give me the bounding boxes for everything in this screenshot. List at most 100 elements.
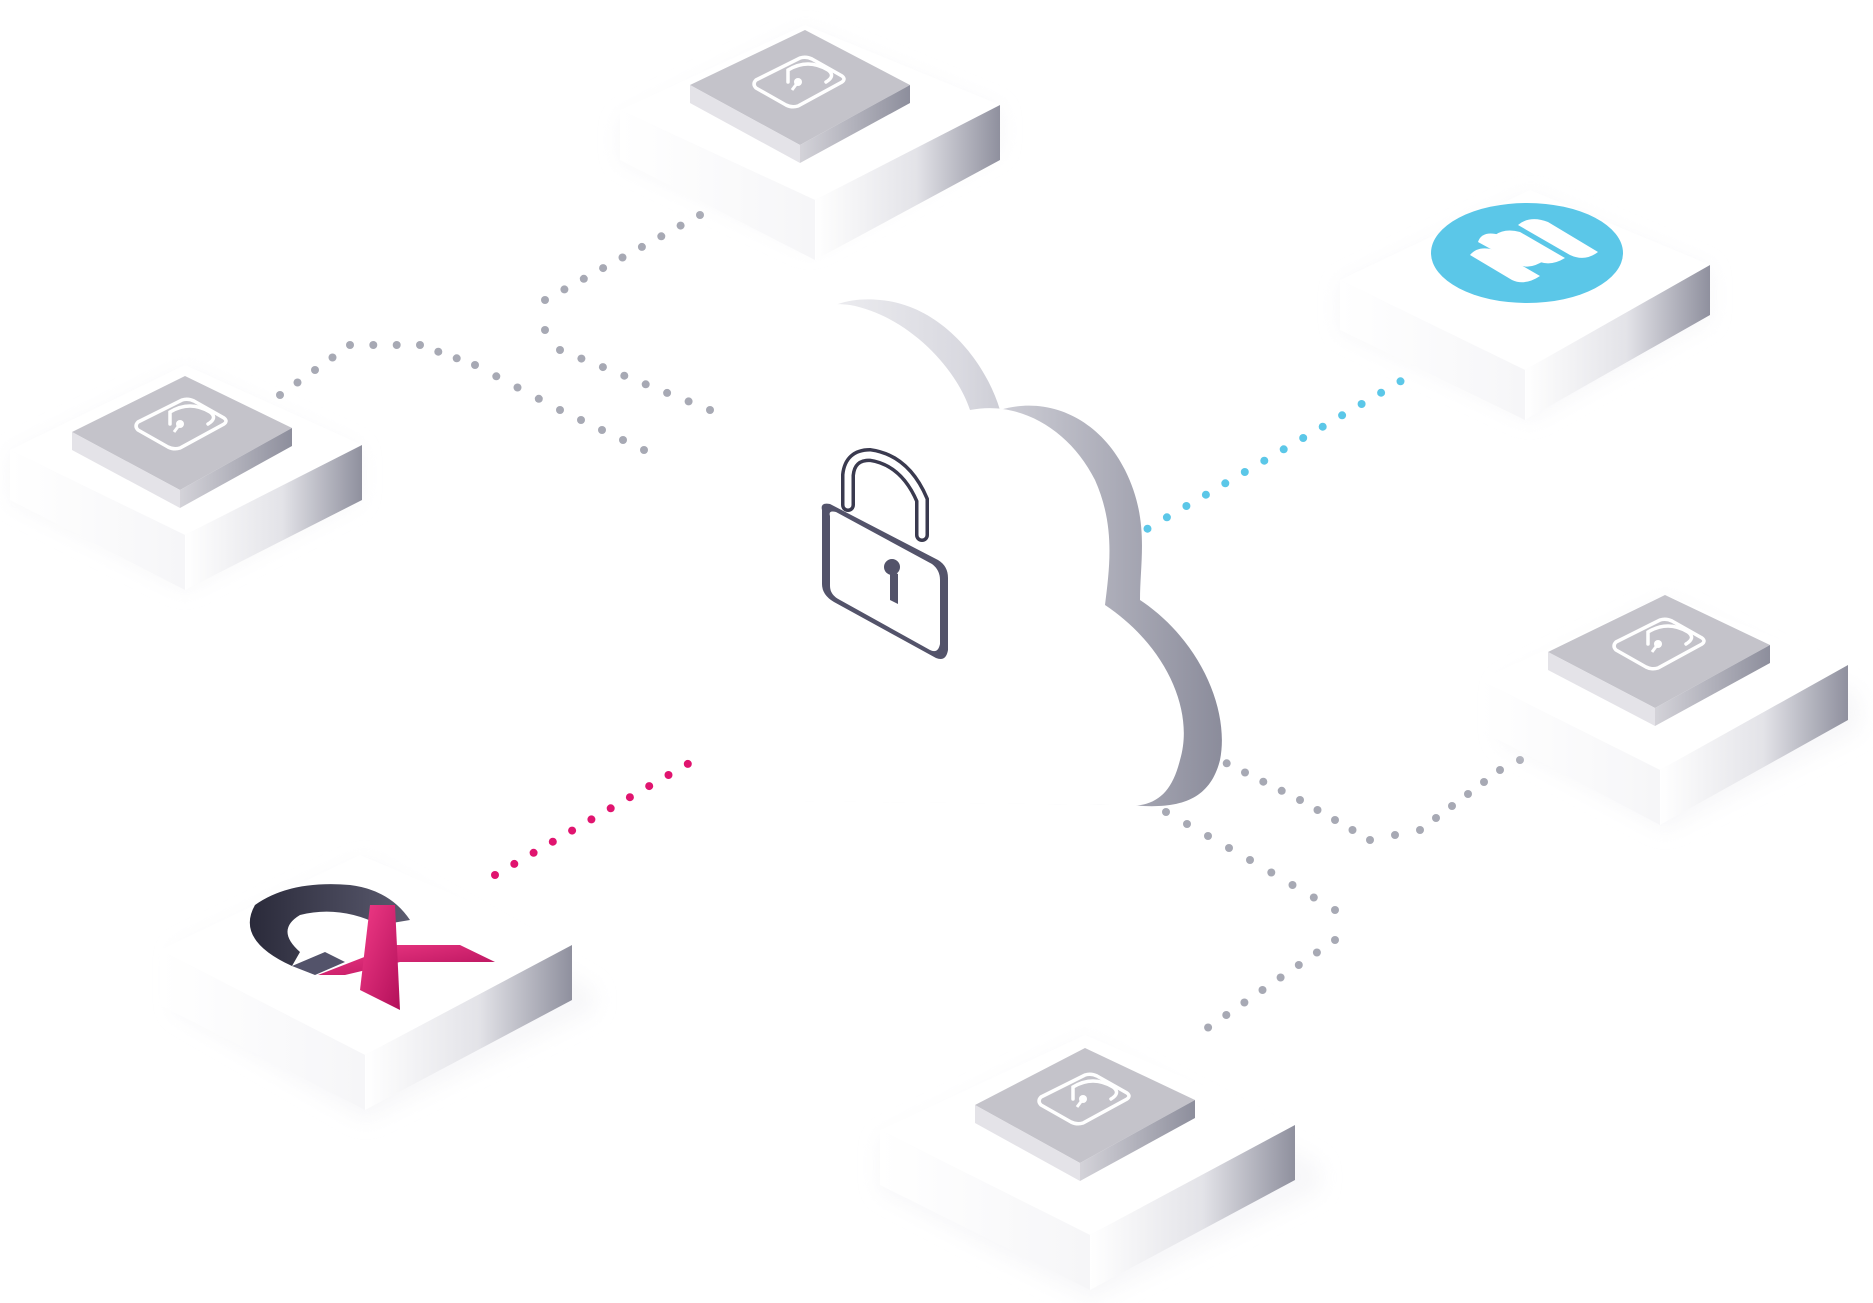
connector-dot bbox=[676, 221, 685, 230]
connector-dot bbox=[513, 383, 522, 392]
connector-dot bbox=[1448, 802, 1456, 810]
node-left bbox=[10, 365, 362, 590]
connector-dot bbox=[1162, 808, 1170, 816]
connector-dot bbox=[598, 363, 607, 372]
connector-dot bbox=[663, 388, 672, 397]
connector-dot bbox=[1331, 906, 1339, 914]
connector-dot bbox=[1432, 814, 1440, 822]
connector-dot bbox=[1312, 948, 1321, 957]
connector-dot bbox=[529, 848, 538, 857]
connector-dot bbox=[1480, 778, 1488, 786]
waves-logo-icon bbox=[1431, 203, 1623, 303]
connector-dot bbox=[434, 347, 443, 356]
connector-dot bbox=[1288, 881, 1297, 889]
connector-dot bbox=[1416, 826, 1424, 834]
connector-dot bbox=[657, 232, 666, 241]
connector-bottom bbox=[1141, 796, 1339, 1032]
connector-dot bbox=[541, 326, 549, 334]
connector-dot bbox=[491, 871, 499, 879]
connector-dot bbox=[1294, 961, 1303, 969]
connector-dot bbox=[1246, 856, 1254, 864]
connector-dot bbox=[1221, 479, 1230, 488]
node-top bbox=[620, 25, 1000, 260]
connector-dot bbox=[620, 371, 629, 380]
connector-dot bbox=[1279, 445, 1288, 454]
node-right bbox=[1480, 595, 1860, 830]
connector-dot bbox=[1277, 786, 1286, 795]
connector-dot bbox=[1201, 490, 1210, 499]
connector-dot bbox=[1183, 820, 1191, 828]
connector-dot bbox=[276, 391, 284, 399]
connector-dot bbox=[1464, 790, 1472, 798]
connector-dot bbox=[1366, 836, 1374, 844]
connector-dot bbox=[599, 264, 608, 273]
connector-dot bbox=[1162, 513, 1171, 522]
node-bottom-left bbox=[160, 855, 595, 1120]
connector-dot bbox=[577, 354, 586, 363]
connector-dot bbox=[1222, 759, 1231, 768]
node-bottom bbox=[880, 1035, 1320, 1300]
connector-dot bbox=[416, 341, 424, 349]
connector-dot bbox=[664, 771, 673, 779]
connector-dot bbox=[1348, 826, 1357, 834]
connector-dot bbox=[577, 416, 585, 424]
connector-dot bbox=[641, 380, 650, 389]
connector-dot bbox=[1377, 388, 1386, 397]
connector-dot bbox=[311, 366, 319, 374]
connector-dot bbox=[346, 341, 354, 349]
connector-right-top bbox=[1124, 377, 1405, 544]
connector-dot bbox=[568, 826, 577, 835]
connector-dot bbox=[618, 253, 627, 262]
connector-dot bbox=[625, 793, 634, 802]
connector-dot bbox=[1331, 816, 1339, 824]
connector-dot bbox=[1309, 893, 1318, 902]
connector-dot bbox=[556, 406, 564, 414]
connector-dot bbox=[1240, 998, 1249, 1007]
connector-dot bbox=[645, 782, 654, 791]
connector-dot bbox=[1318, 422, 1327, 431]
connector-dot bbox=[606, 804, 615, 813]
connector-dot bbox=[1258, 986, 1267, 994]
connector-dot bbox=[1222, 1011, 1231, 1019]
connector-dot bbox=[696, 211, 704, 219]
connector-dot bbox=[1241, 768, 1249, 777]
ribbon-logo-icon bbox=[249, 884, 495, 1010]
node-right-top bbox=[1340, 190, 1710, 420]
connector-dot bbox=[1496, 766, 1504, 774]
connector-dot bbox=[541, 296, 549, 304]
connector-dot bbox=[1225, 844, 1233, 852]
connector-dot bbox=[640, 446, 648, 454]
connector-dot bbox=[471, 361, 479, 369]
connector-dot bbox=[1516, 756, 1524, 764]
connector-dot bbox=[1299, 434, 1308, 442]
connector-dot bbox=[683, 759, 692, 768]
connector-dot bbox=[328, 353, 337, 362]
connector-dot bbox=[293, 378, 302, 387]
connector-dot bbox=[369, 341, 378, 349]
connector-left bbox=[276, 341, 648, 454]
connector-dot bbox=[1143, 524, 1152, 533]
connector-dot bbox=[1296, 796, 1304, 804]
connector-dot bbox=[1338, 411, 1347, 420]
connector-dot bbox=[587, 815, 596, 824]
connector-dot bbox=[1259, 777, 1268, 786]
connector-dot bbox=[637, 242, 646, 251]
connector-dot bbox=[1204, 832, 1212, 840]
connector-dot bbox=[1267, 868, 1276, 877]
connector-dot bbox=[684, 397, 693, 406]
connector-dot bbox=[1260, 456, 1269, 465]
connector-right bbox=[1186, 741, 1544, 844]
connector-dot bbox=[1182, 502, 1191, 510]
connector-top bbox=[541, 211, 714, 414]
connector-dot bbox=[1357, 400, 1366, 408]
connector-dot bbox=[452, 354, 461, 363]
connector-dot bbox=[392, 341, 401, 349]
connector-dot bbox=[706, 406, 714, 414]
connector-dot bbox=[510, 859, 519, 868]
connector-dot bbox=[1204, 1023, 1213, 1032]
connector-dot bbox=[598, 426, 606, 434]
cloud-hub bbox=[686, 299, 1222, 807]
connector-dot bbox=[560, 285, 569, 294]
connector-dot bbox=[1313, 806, 1322, 814]
